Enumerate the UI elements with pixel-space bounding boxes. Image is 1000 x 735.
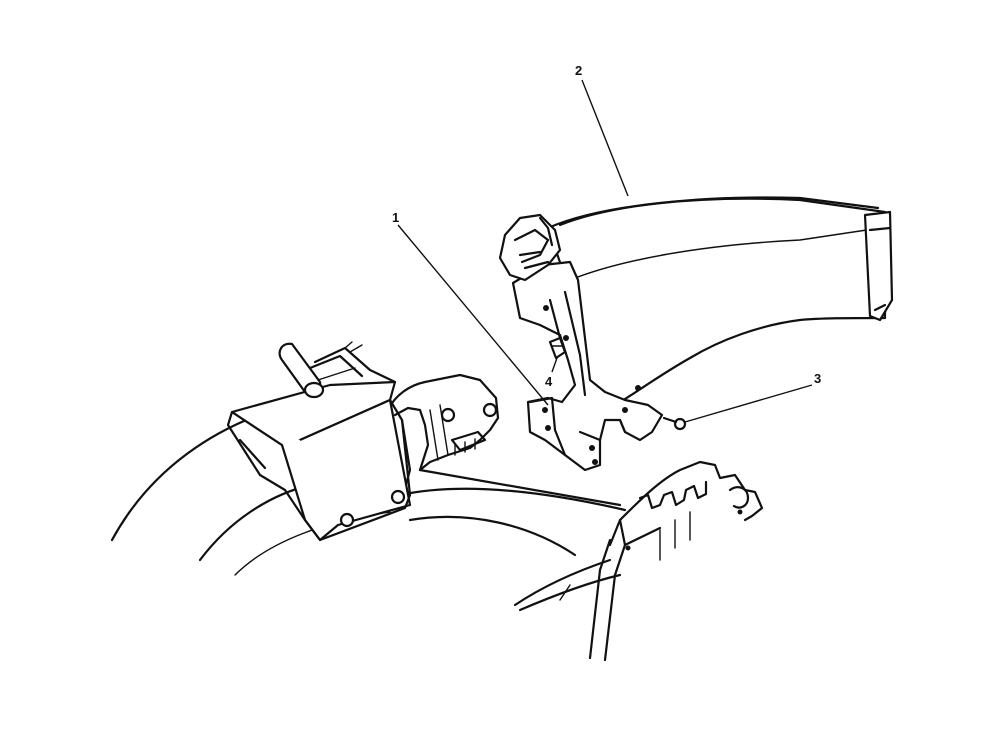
- discharge-deflector: [226, 341, 412, 542]
- callout-4: 4: [545, 374, 553, 389]
- callout-3: 3: [814, 371, 821, 386]
- leader-line-2: [581, 79, 629, 197]
- callout-2: 2: [575, 63, 582, 78]
- callout-1: 1: [392, 210, 399, 225]
- leader-line-4: [551, 357, 558, 373]
- right-frame-plate: [608, 460, 764, 561]
- part-4-clip: [548, 336, 567, 360]
- callouts: 1 2 3 4: [392, 63, 821, 389]
- leader-line-3: [684, 384, 813, 423]
- part-3-screw: [662, 416, 687, 431]
- part-2-chute: [546, 196, 894, 404]
- part-1-bracket: [498, 213, 664, 472]
- leader-lines: [397, 79, 813, 423]
- leader-line-1: [397, 224, 549, 406]
